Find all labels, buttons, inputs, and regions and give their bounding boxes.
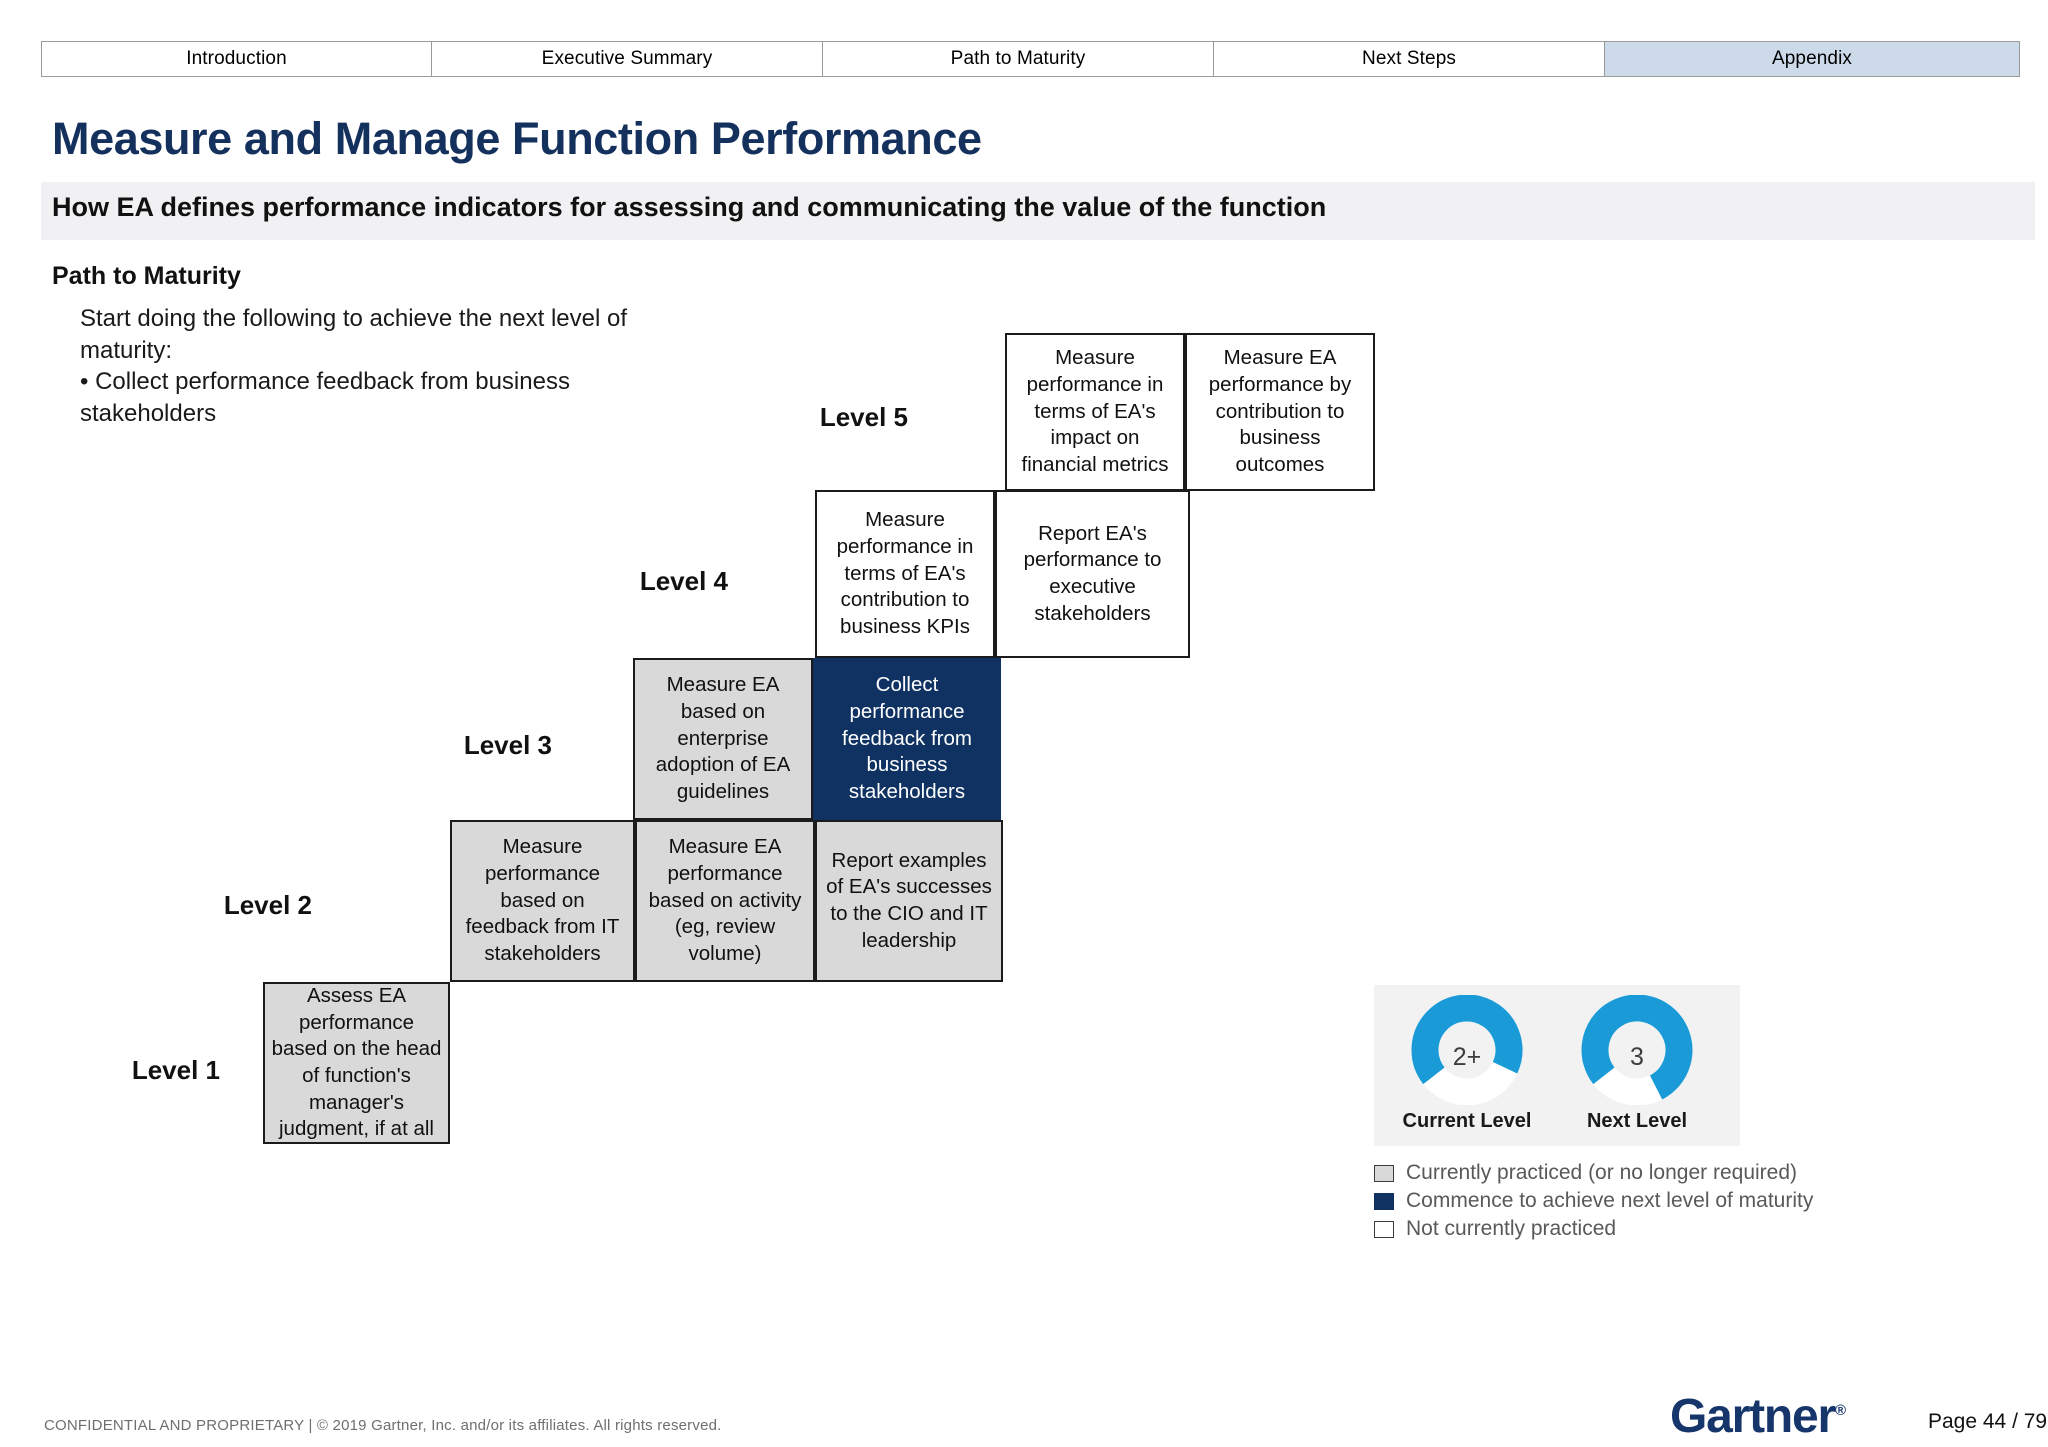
maturity-cell-l3-c2[interactable]: Collect performance feedback from busine… [813, 658, 1001, 820]
legend-item-not-practiced: Not currently practiced [1374, 1215, 1994, 1243]
legend-label: Not currently practiced [1406, 1217, 1617, 1240]
maturity-cell-l4-c1[interactable]: Measure performance in terms of EA's con… [815, 490, 995, 658]
donut-gauge-icon [1581, 995, 1693, 1105]
footer-confidential-notice: CONFIDENTIAL AND PROPRIETARY | © 2019 Ga… [44, 1417, 722, 1434]
legend-swatch-grey-icon [1374, 1164, 1394, 1182]
gartner-logo: Gartner® [1670, 1393, 1846, 1441]
level-label-1: Level 1 [131, 1055, 220, 1085]
level-label-4: Level 4 [639, 566, 728, 596]
gauge-value: 3 [1630, 1043, 1644, 1071]
gauge-current-level: 2+ Current Level [1382, 995, 1552, 1145]
tab-label: Introduction [186, 48, 287, 69]
level-label-3: Level 3 [463, 730, 552, 760]
legend-swatch-white-icon [1374, 1220, 1394, 1238]
tab-label: Appendix [1771, 48, 1853, 69]
donut-gauge-icon [1411, 995, 1523, 1105]
maturity-cell-l5-c1[interactable]: Measure performance in terms of EA's imp… [1005, 333, 1185, 491]
maturity-cell-l5-c2[interactable]: Measure EA performance by contribution t… [1185, 333, 1375, 491]
maturity-cell-l2-c3[interactable]: Report examples of EA's successes to the… [815, 820, 1003, 982]
page-number: Page 44 / 79 [1928, 1410, 2048, 1433]
subtitle-band [41, 182, 2035, 240]
maturity-gauge-panel: 2+ Current Level 3 Next Level [1374, 985, 1740, 1146]
tab-introduction[interactable]: Introduction [41, 41, 432, 77]
gauge-value: 2+ [1452, 1043, 1482, 1071]
tab-label: Executive Summary [541, 48, 713, 69]
page-title: Measure and Manage Function Performance [52, 113, 982, 164]
section-tab-bar[interactable]: Introduction Executive Summary Path to M… [41, 41, 2034, 77]
level-label-2: Level 2 [223, 890, 312, 920]
tab-label: Path to Maturity [950, 48, 1086, 69]
tab-path-to-maturity[interactable]: Path to Maturity [823, 41, 1214, 77]
registered-mark-icon: ® [1835, 1402, 1847, 1419]
tab-appendix[interactable]: Appendix [1605, 41, 2020, 77]
legend-item-practiced: Currently practiced (or no longer requir… [1374, 1159, 1994, 1187]
level-label-5: Level 5 [819, 402, 908, 432]
section-heading: Path to Maturity [52, 262, 241, 290]
section-intro-text: Start doing the following to achieve the… [80, 305, 628, 428]
tab-executive-summary[interactable]: Executive Summary [432, 41, 823, 77]
maturity-cell-l3-c1[interactable]: Measure EA based on enterprise adoption … [633, 658, 813, 820]
gauge-next-level: 3 Next Level [1552, 995, 1722, 1145]
legend-label: Currently practiced (or no longer requir… [1406, 1161, 1798, 1184]
page-subtitle: How EA defines performance indicators fo… [52, 192, 1327, 222]
legend-label: Commence to achieve next level of maturi… [1406, 1189, 1814, 1212]
maturity-cell-l1-c1[interactable]: Assess EA performance based on the head … [263, 982, 450, 1144]
maturity-cell-l2-c1[interactable]: Measure performance based on feedback fr… [450, 820, 635, 982]
tab-next-steps[interactable]: Next Steps [1214, 41, 1605, 77]
gartner-wordmark: Gartner [1670, 1390, 1836, 1443]
gauge-caption: Current Level [1402, 1110, 1532, 1132]
status-legend: Currently practiced (or no longer requir… [1374, 1159, 1994, 1243]
tab-label: Next Steps [1362, 48, 1456, 69]
maturity-cell-l2-c2[interactable]: Measure EA performance based on activity… [635, 820, 815, 982]
legend-item-commence: Commence to achieve next level of maturi… [1374, 1187, 1994, 1215]
legend-swatch-navy-icon [1374, 1192, 1394, 1210]
maturity-cell-l4-c2[interactable]: Report EA's performance to executive sta… [995, 490, 1190, 658]
gauge-caption: Next Level [1586, 1110, 1688, 1132]
